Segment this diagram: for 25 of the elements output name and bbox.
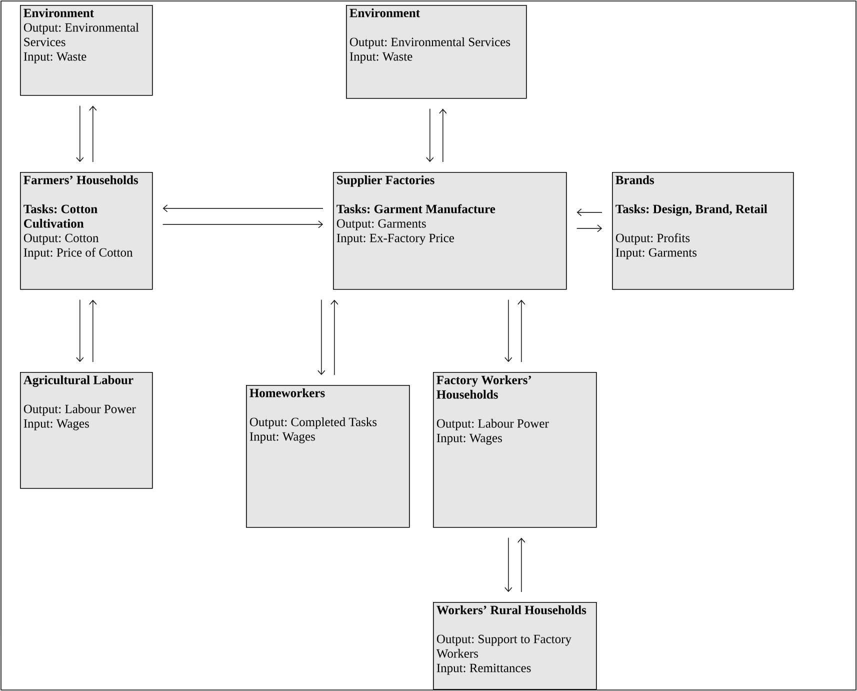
process-box: Supplier Factories Tasks: Garment Manufacture Output: Garments Input: Ex-Factory Price	[333, 172, 567, 290]
arrow	[89, 300, 97, 362]
arrow	[439, 108, 447, 162]
arrow	[162, 204, 324, 212]
process-box: Brands Tasks: Design, Brand, Retail Output: Profits Input: Garments	[612, 172, 794, 290]
arrow	[426, 108, 434, 162]
arrow	[504, 537, 512, 592]
process-box: Environment Output: Environmental Services Input: Waste	[346, 5, 527, 99]
arrow	[76, 105, 84, 162]
arrow	[576, 208, 602, 216]
arrow	[576, 224, 602, 232]
arrow	[518, 300, 526, 362]
arrow	[330, 300, 338, 376]
process-box: Farmers’ Households Tasks: Cotton Cultivation Output: Cotton Input: Price of Cotton	[20, 172, 153, 290]
process-box: Workers’ Rural Households Output: Support to Factory Workers Input: Remittances	[433, 602, 597, 690]
arrow	[162, 220, 323, 228]
process-box: Agricultural Labour Output: Labour Power Input: Wages	[20, 372, 153, 489]
arrow	[518, 538, 526, 592]
arrow	[318, 299, 326, 375]
arrow	[76, 299, 84, 362]
arrow	[504, 299, 512, 362]
process-box: Factory Workers’ Households Output: Labour Power Input: Wages	[433, 372, 597, 528]
process-box: Homeworkers Output: Completed Tasks Input: Wages	[246, 385, 410, 528]
arrow	[89, 106, 97, 162]
process-box: Environment Output: Environmental Services Input: Waste	[20, 5, 153, 96]
